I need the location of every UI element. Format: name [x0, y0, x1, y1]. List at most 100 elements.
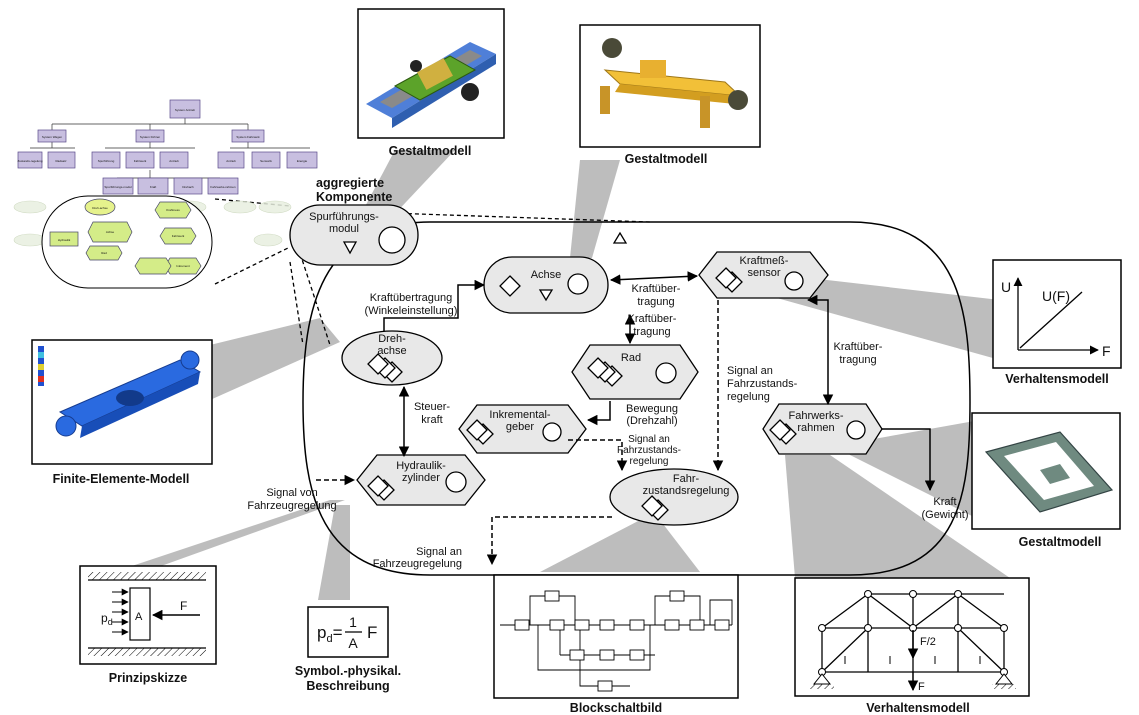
tree-node-label: Rad — [101, 251, 107, 255]
system-port-icon — [612, 231, 628, 244]
flow-bewegung: Bewegung(Drehzahl) — [626, 403, 678, 427]
sketch-a-label: A — [135, 611, 143, 623]
graph-f-label: F — [1102, 343, 1111, 359]
truss-f2-label: F/2 — [920, 636, 936, 648]
svg-text:A: A — [348, 635, 358, 651]
tree-node-label: Spurführung — [98, 159, 115, 163]
tree-node-label: Energie — [297, 159, 308, 163]
rad-shape — [571, 344, 699, 400]
projection-beams — [120, 150, 1010, 600]
caption-symbol-2: Beschreibung — [306, 679, 389, 693]
flow-kraft-gewicht: Kraft(Gewicht) — [921, 496, 968, 521]
gestaltmodell-image-2 — [579, 24, 761, 148]
graph-u-label: U — [1001, 279, 1011, 295]
gestaltmodell-image-1 — [357, 8, 505, 139]
rad-label: Rad — [621, 352, 641, 364]
tree-node-label: Drehach — [182, 185, 194, 189]
tree-node-label: Hydraulik — [58, 238, 71, 242]
tree-node-label: Zustands-regelung — [17, 159, 42, 163]
caption-gestaltmodell-3: Gestaltmodell — [1019, 535, 1102, 549]
achse-diamond-icon — [499, 275, 521, 297]
tree-node-label: System Wagen — [42, 135, 63, 139]
connections — [383, 271, 936, 492]
tree-node-label: Spurführungs-modul — [104, 185, 132, 189]
rad-diamond-icon-3 — [587, 357, 609, 379]
tree-node-label: Kraftmess — [166, 208, 180, 212]
sketch-f-label: F — [180, 599, 187, 613]
drehachse-diamond-icon-3 — [367, 353, 389, 375]
kraftmess-diamond-icon-2 — [715, 267, 737, 289]
hydraulik-label: Hydraulik-zylinder — [396, 460, 446, 484]
hydraulik-diamond-icon-2 — [367, 475, 389, 497]
fahrzustand-shape — [609, 468, 739, 526]
spurfuehrung-node-icon — [378, 226, 406, 254]
fahrwerksrahmen-node-icon — [846, 420, 866, 440]
tree-node-label: Antrieb — [169, 159, 179, 163]
caption-gestaltmodell-2: Gestaltmodell — [625, 152, 708, 166]
tree-node-label: Radsatz — [55, 159, 67, 163]
drehachse-label: Dreh-achse — [377, 333, 406, 357]
svg-text:1: 1 — [349, 614, 357, 630]
spurfuehrung-label: Spurführungs-modul — [309, 211, 379, 235]
truss-image: F/2 F — [794, 577, 1030, 697]
caption-verhaltensmodell-bottom: Verhaltensmodell — [866, 701, 970, 715]
tree-node-label: Dreh-achse — [92, 206, 108, 210]
verhaltensmodell-graph: U F U(F) — [992, 259, 1122, 369]
tree-node-label: Fahrwerk — [134, 159, 147, 163]
prinzipskizze-image: pd A F — [79, 565, 217, 665]
flow-steuerkraft: Steuer-kraft — [414, 401, 450, 426]
caption-verhaltensmodell-top: Verhaltensmodell — [1005, 372, 1109, 386]
inkremental-diamond-icon-2 — [466, 419, 488, 441]
achse-port-icon — [538, 289, 554, 302]
tree-node-label: Antrieb — [226, 159, 236, 163]
fahrwerksrahmen-diamond-icon-2 — [769, 419, 791, 441]
caption-symbol-1: Symbol.-physikal. — [295, 664, 401, 678]
caption-fem: Finite-Elemente-Modell — [53, 472, 190, 486]
inkremental-label: Inkremental-geber — [489, 409, 550, 433]
fahrwerksrahmen-label: Fahrwerks-rahmen — [788, 410, 843, 434]
caption-gestaltmodell-1: Gestaltmodell — [389, 144, 472, 158]
signal-connections — [316, 300, 724, 566]
flow-kraftuebertragung-rad: Kraftüber-tragung — [628, 313, 677, 338]
blockschaltbild-image — [493, 574, 739, 699]
tree-node-label: System Führen — [140, 135, 161, 139]
hydraulik-node-icon — [445, 471, 467, 493]
achse-node-icon — [567, 273, 589, 295]
truss-f-label: F — [918, 681, 925, 693]
drehachse-shape — [341, 330, 443, 386]
fahrzustand-diamond-icon-2 — [641, 495, 663, 517]
fahrwerksrahmen-shape — [762, 403, 883, 455]
spurfuehrung-port-icon — [342, 241, 358, 255]
svg-text:F: F — [367, 623, 377, 642]
flow-kraftuebertragung-winkel: Kraftübertragung(Winkeleinstellung) — [365, 292, 458, 317]
formula-box: pd= 1 A F — [307, 606, 389, 658]
rad-node-icon — [655, 362, 677, 384]
tree-node-label: Kraft — [150, 185, 157, 189]
flow-kraftuebertragung-sensor: Kraftüber-tragung — [632, 283, 681, 308]
gestaltmodell-image-3 — [971, 412, 1121, 530]
kraftmess-label: Kraftmeß-sensor — [740, 255, 789, 279]
fem-image — [31, 339, 213, 465]
flow-kraftuebertragung-rahmen: Kraftüber-tragung — [834, 341, 883, 366]
svg-text:pd=: pd= — [317, 623, 343, 645]
tree-node-label: Inkrement — [176, 264, 190, 268]
inkremental-node-icon — [542, 422, 562, 442]
tree-node-label: Fahrwerk — [172, 234, 185, 238]
graph-curve-label: U(F) — [1042, 288, 1070, 304]
tree-node-label: Fahrwerks-rahmen — [210, 185, 236, 189]
tree-node-label: Sensorik — [260, 159, 272, 163]
caption-blockschaltbild: Blockschaltbild — [570, 701, 662, 715]
caption-prinzipskizze: Prinzipskizze — [109, 671, 188, 685]
fahrzustand-label: Fahr-zustandsregelung — [643, 473, 730, 497]
kraftmess-node-icon — [784, 271, 804, 291]
tree-node-label: System Fahrwerk — [236, 135, 260, 139]
tree-node-label: Achse — [106, 230, 115, 234]
achse-label: Achse — [531, 269, 562, 281]
